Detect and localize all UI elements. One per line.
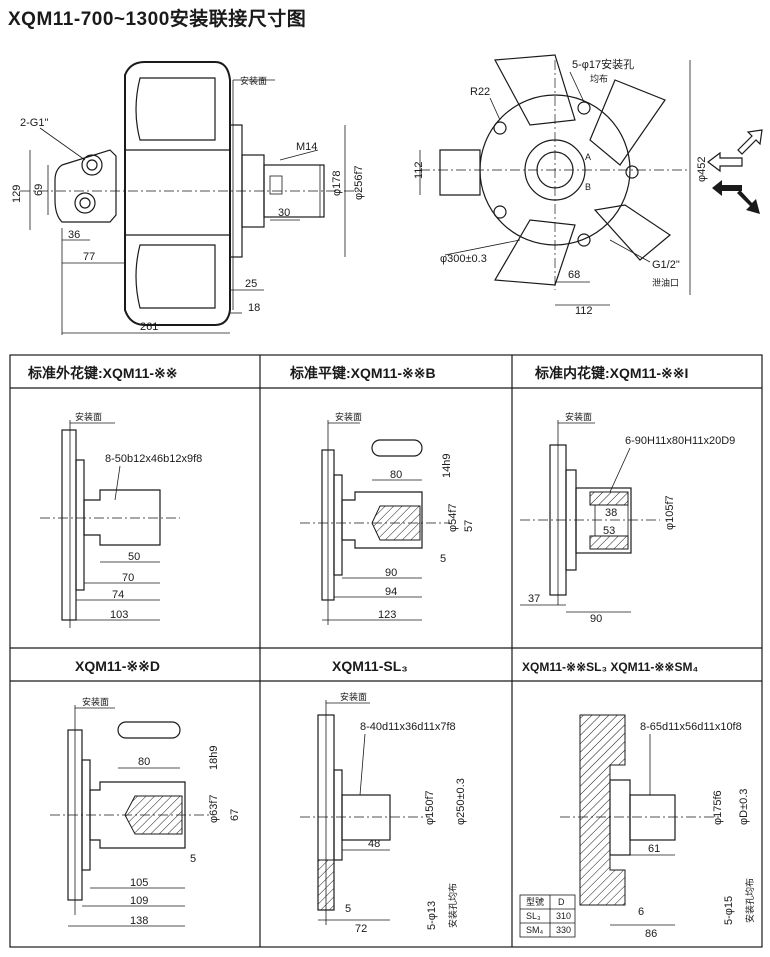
drain-sub: 泄油口 xyxy=(652,277,679,288)
holes-label: 5-φ17安装孔 xyxy=(572,57,634,71)
thread-label: M14 xyxy=(296,141,317,153)
cell-4-dim-63: φ63f7 xyxy=(208,794,220,823)
cell-4-dim-18h9: 18h9 xyxy=(208,746,220,770)
dim-452: φ452 xyxy=(696,157,708,183)
r22-label: R22 xyxy=(470,86,490,98)
cell-4-dim-67: 67 xyxy=(229,809,241,821)
table-r2c2: 330 xyxy=(556,925,571,935)
cell-6-title: XQM11-※※SL₃ XQM11-※※SM₄ xyxy=(522,660,698,674)
cell-4-dim-105: 105 xyxy=(130,877,148,889)
cell-3-dim-90: 90 xyxy=(590,613,602,625)
holes-sub: 均布 xyxy=(590,73,608,84)
dim-36: 36 xyxy=(68,229,80,241)
cell-1-drawing: 安装面 8-50b12x46b12x9f8 50 70 74 103 xyxy=(40,411,202,628)
cell-2-mount: 安装面 xyxy=(335,411,362,422)
cell-5-dim-150: φ150f7 xyxy=(424,790,436,825)
cell-2-dim-90: 90 xyxy=(385,567,397,579)
cell-6-dim-86: 86 xyxy=(645,928,657,940)
cell-5-holes: 5-φ13 xyxy=(426,901,438,930)
cell-5-dim-48: 48 xyxy=(368,838,380,850)
table-r2c1: SM₄ xyxy=(526,925,544,935)
cell-6-dim-61: 61 xyxy=(648,843,660,855)
cell-4-dim-80: 80 xyxy=(138,756,150,768)
cell-5-dim-72: 72 xyxy=(355,923,367,935)
cell-3-dim-53: 53 xyxy=(603,525,615,537)
cell-2-dim-14h9: 14h9 xyxy=(441,454,453,478)
cell-5-dim-250: φ250±0.3 xyxy=(455,778,467,825)
cell-2-dim-94: 94 xyxy=(385,586,397,598)
cell-1-dim-74: 74 xyxy=(112,589,124,601)
cell-3-dim-37: 37 xyxy=(528,593,540,605)
cell-6-holes: 5-φ15 xyxy=(723,896,735,925)
cell-1-title: 标准外花键:XQM11-※※ xyxy=(27,365,177,381)
cell-6-spec: 8-65d11x56d11x10f8 xyxy=(640,721,742,733)
dim-18: 18 xyxy=(248,302,260,314)
dim-129: 129 xyxy=(11,185,23,203)
dim-261: 261 xyxy=(140,321,158,333)
dim-69: 69 xyxy=(33,184,45,196)
cell-2-dim-5: 5 xyxy=(440,553,446,565)
page-title: XQM11-700~1300安装联接尺寸图 xyxy=(8,9,307,30)
cell-3-mount: 安装面 xyxy=(565,411,592,422)
cell-4-dim-138: 138 xyxy=(130,915,148,927)
dim-300: φ300±0.3 xyxy=(440,253,487,265)
cell-6-dim-6: 6 xyxy=(638,906,644,918)
cell-4-title: XQM11-※※D xyxy=(75,658,160,674)
cell-6-holes-sub: 安装孔均布 xyxy=(744,878,755,923)
cell-1-dim-70: 70 xyxy=(122,572,134,584)
port-a: A xyxy=(585,152,591,162)
table-h2: D xyxy=(558,897,565,907)
cell-2-dim-80: 80 xyxy=(390,469,402,481)
table-h1: 型號 xyxy=(526,896,544,907)
cell-5-mount: 安装面 xyxy=(340,691,367,702)
cell-2-drawing: 安装面 80 14h9 φ54f7 57 5 90 94 123 xyxy=(300,411,475,625)
grid xyxy=(9,354,763,948)
table-r1c1: SL₃ xyxy=(526,911,541,921)
cell-6-drawing: 8-65d11x56d11x10f8 61 φ175f6 φD±0.3 6 86… xyxy=(519,714,755,940)
cell-6-dim-175: φ175f6 xyxy=(712,790,724,825)
cell-5-drawing: 安装面 8-40d11x36d11x7f8 48 φ150f7 φ250±0.3… xyxy=(300,691,467,935)
cell-4-dim-109: 109 xyxy=(130,895,148,907)
cell-1-mount: 安装面 xyxy=(75,411,102,422)
cell-4-mount: 安装面 xyxy=(82,696,109,707)
cell-2-dim-57: 57 xyxy=(463,520,475,532)
cell-5-holes-sub: 安装孔均布 xyxy=(447,883,458,928)
cell-5-title: XQM11-SL₃ xyxy=(332,658,408,674)
cell-3-spec: 6-90H11x80H11x20D9 xyxy=(625,435,735,447)
side-view: 安装面 2-G1" 129 69 36 77 261 25 18 30 M14 … xyxy=(11,61,365,335)
cell-1-dim-50: 50 xyxy=(128,551,140,563)
dim-77: 77 xyxy=(83,251,95,263)
cell-2-title: 标准平键:XQM11-※※B xyxy=(289,365,436,381)
mount-label: 安装面 xyxy=(240,75,267,86)
front-view: 5-φ17安装孔 均布 R22 A B 112 φ300±0.3 68 112 … xyxy=(413,54,763,317)
port-b: B xyxy=(585,182,591,192)
cell-6-dim-D: φD±0.3 xyxy=(738,789,750,825)
dim-68: 68 xyxy=(568,269,580,281)
cell-3-title: 标准内花键:XQM11-※※I xyxy=(534,365,688,381)
cell-2-dim-54: φ54f7 xyxy=(447,503,459,532)
dim-178: φ178 xyxy=(331,171,343,197)
dim-30: 30 xyxy=(278,207,290,219)
dim-112-v: 112 xyxy=(413,161,425,179)
table-r1c2: 310 xyxy=(556,911,571,921)
dim-25: 25 xyxy=(245,278,257,290)
cell-5-dim-5: 5 xyxy=(345,903,351,915)
drain-label: G1/2" xyxy=(652,259,680,271)
cell-2-dim-123: 123 xyxy=(378,609,396,621)
cell-4-dim-5: 5 xyxy=(190,853,196,865)
cell-1-dim-103: 103 xyxy=(110,609,128,621)
dim-112-h: 112 xyxy=(575,305,593,317)
cell-4-drawing: 安装面 80 18h9 φ63f7 67 5 105 109 138 xyxy=(50,696,241,927)
cell-1-spec: 8-50b12x46b12x9f8 xyxy=(105,453,202,465)
dim-256: φ256f7 xyxy=(353,165,365,200)
cell-3-dim-38: 38 xyxy=(605,507,617,519)
cell-3-drawing: 安装面 6-90H11x80H11x20D9 38 53 φ105f7 37 9… xyxy=(520,411,735,625)
cell-5-spec: 8-40d11x36d11x7f8 xyxy=(360,721,456,733)
port-label: 2-G1" xyxy=(20,117,48,129)
cell-3-dim-105: φ105f7 xyxy=(664,495,676,530)
